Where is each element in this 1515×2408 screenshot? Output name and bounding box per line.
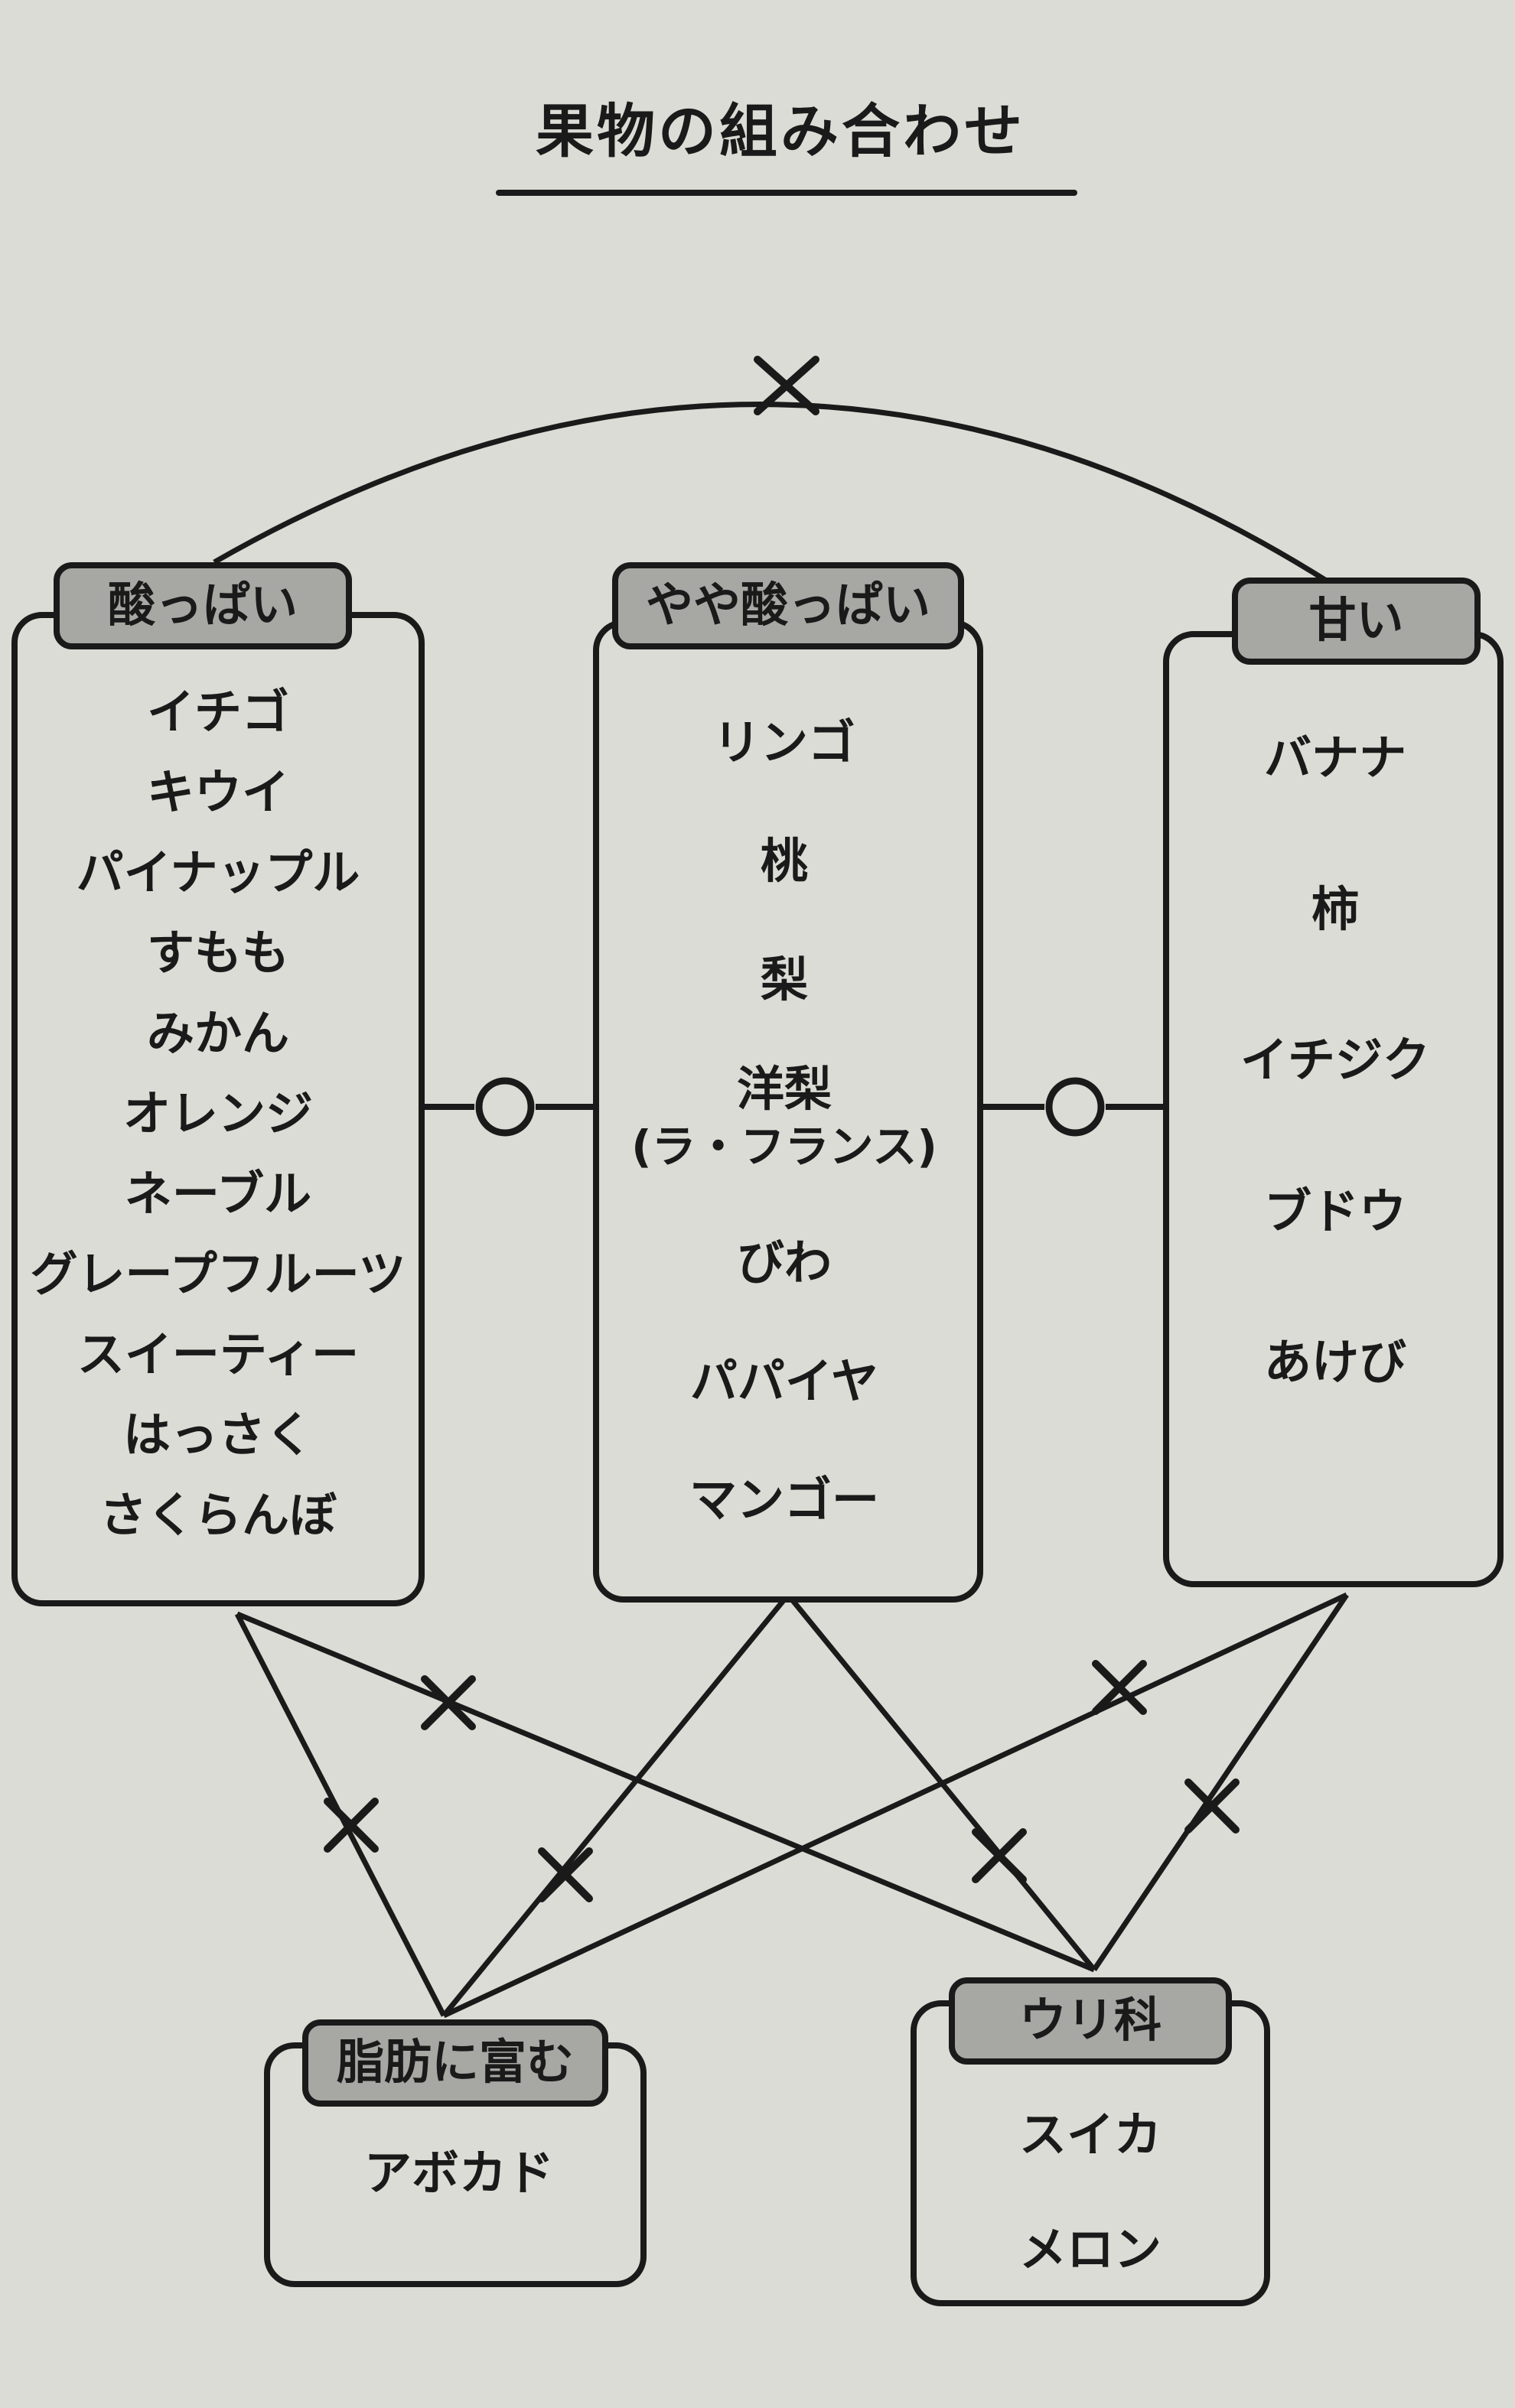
list-item: キウイ <box>146 764 289 820</box>
list-item: マンゴー <box>689 1472 879 1528</box>
sour-item-list: イチゴ キウイ パイナップル すもも みかん オレンジ ネーブル グレープフルー… <box>30 673 406 1545</box>
list-item: イチジク <box>1240 1032 1430 1088</box>
list-item: みかん <box>146 1005 289 1061</box>
list-item: バナナ <box>1263 730 1406 786</box>
ng-mark-sour-sweet <box>754 356 819 415</box>
slightly-sour-tag: やや酸っぱい <box>612 562 964 649</box>
ng-mark-sweet-gourd <box>1184 1778 1240 1834</box>
sour-panel <box>11 612 425 1606</box>
fatty-tag: 脂肪に富む <box>302 2019 608 2107</box>
ng-mark-sour-gourd <box>421 1675 476 1730</box>
list-item: 洋梨 (ラ・フランス) <box>631 1059 937 1174</box>
ok-mark-sour-mid <box>475 1077 535 1137</box>
sweet-tag: 甘い <box>1232 578 1481 665</box>
list-item: さくらんぼ <box>99 1487 337 1543</box>
list-item: オレンジ <box>122 1085 313 1141</box>
fatty-item-list: アボカド <box>275 2134 643 2203</box>
title-underline <box>496 190 1077 196</box>
ng-mark-mid-gourd <box>972 1828 1027 1883</box>
list-item: イチゴ <box>146 684 289 740</box>
ng-mark-mid-fatty <box>538 1847 593 1902</box>
list-item-line: 洋梨 <box>736 1061 832 1117</box>
sweet-panel <box>1163 631 1504 1587</box>
list-item: パイナップル <box>76 844 360 900</box>
list-item: びわ <box>736 1235 832 1290</box>
list-item: アボカド <box>363 2145 554 2201</box>
list-item: スイカ <box>1018 2107 1162 2162</box>
list-item: ネーブル <box>124 1166 312 1222</box>
line-sour-gourd <box>236 1611 1096 1973</box>
slightly-sour-panel <box>593 620 983 1603</box>
list-item-line: (ラ・フランス) <box>631 1120 937 1173</box>
line-sweet-fatty <box>442 1592 1348 2019</box>
list-item: 梨 <box>760 952 808 1007</box>
list-item: ブドウ <box>1263 1183 1406 1239</box>
ng-mark-sweet-fatty <box>1092 1660 1147 1715</box>
list-item: あけび <box>1263 1334 1406 1390</box>
diagram-title: 果物の組み合わせ <box>536 97 1025 165</box>
list-item: グレープフルーツ <box>30 1246 406 1302</box>
list-item: メロン <box>1018 2221 1162 2277</box>
list-item: リンゴ <box>712 714 855 770</box>
sweet-item-list: バナナ 柿 イチジク ブドウ あけび <box>1171 719 1500 1392</box>
line-sweet-gourd <box>1092 1593 1349 1971</box>
list-item: はっさく <box>122 1407 313 1463</box>
ok-mark-mid-sweet <box>1045 1077 1105 1137</box>
list-item: パパイヤ <box>689 1353 879 1409</box>
sour-tag: 酸っぱい <box>54 562 352 649</box>
slightly-sour-item-list: リンゴ 桃 梨 洋梨 (ラ・フランス) びわ パパイヤ マンゴー <box>604 704 964 1530</box>
list-item: すもも <box>146 925 289 981</box>
gourd-item-list: スイカ メロン <box>911 2096 1270 2279</box>
list-item: 柿 <box>1311 880 1359 937</box>
ng-mark-sour-fatty <box>324 1798 379 1853</box>
gourd-tag: ウリ科 <box>949 1977 1232 2065</box>
line-mid-fatty <box>441 1593 790 2018</box>
list-item: スイーティー <box>77 1326 360 1382</box>
arc-sour-sweet <box>213 402 1329 584</box>
list-item: 桃 <box>760 833 808 889</box>
